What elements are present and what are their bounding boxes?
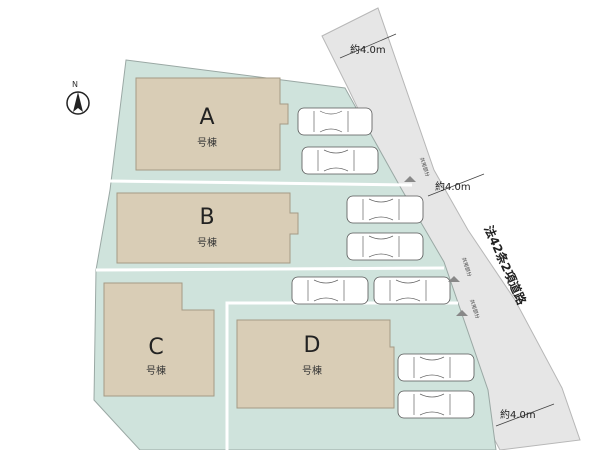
- car: [373, 276, 451, 305]
- dimension-top-text: 約4.0m: [350, 43, 386, 56]
- car: [397, 353, 475, 382]
- north-arrow-icon: [73, 92, 83, 112]
- car: [301, 146, 379, 175]
- dimension-middle-text: 約4.0m: [435, 180, 471, 193]
- building-c: [103, 282, 215, 397]
- building-b-letter: B: [199, 205, 214, 230]
- building-b: [116, 192, 299, 264]
- car: [291, 276, 369, 305]
- building-c-letter: C: [148, 335, 163, 360]
- building-b-sub: 号棟: [197, 236, 217, 249]
- building-d: [236, 319, 395, 409]
- parcel-divider-ab: [109, 179, 413, 187]
- building-d-letter: D: [304, 333, 321, 358]
- car: [346, 195, 424, 224]
- building-d-sub: 号棟: [302, 364, 322, 377]
- building-a-sub: 号棟: [197, 136, 217, 149]
- compass: N: [66, 80, 90, 115]
- parcel-divider-bc: [95, 266, 445, 272]
- car: [346, 232, 424, 261]
- building-c-sub: 号棟: [146, 364, 166, 377]
- dimension-bottom-text: 約4.0m: [500, 408, 536, 421]
- car: [297, 107, 373, 136]
- building-a-letter: A: [199, 105, 214, 130]
- building-a: [135, 77, 289, 171]
- dimension-middle: 約4.0m: [427, 173, 485, 197]
- compass-north-label: N: [72, 80, 78, 89]
- dimension-top: 約4.0m: [339, 33, 397, 59]
- car: [397, 390, 475, 419]
- dimension-bottom: 約4.0m: [495, 403, 555, 427]
